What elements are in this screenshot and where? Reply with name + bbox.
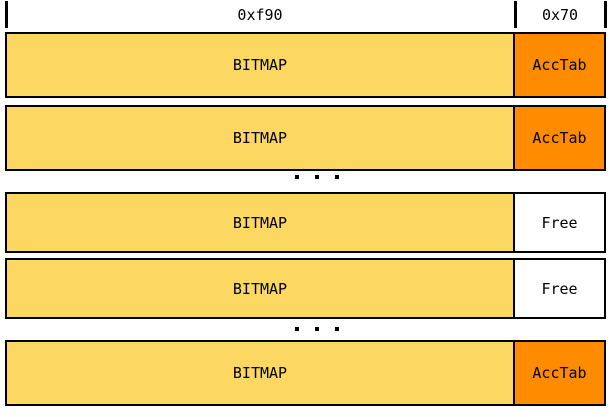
cell-bitmap: BITMAP <box>7 107 515 169</box>
ellipsis-dot <box>295 175 299 179</box>
cell-bitmap: BITMAP <box>7 260 515 317</box>
memory-row: BITMAP AccTab <box>5 105 606 171</box>
ellipsis-dot <box>335 327 339 331</box>
cell-acctab: AccTab <box>515 342 604 404</box>
ellipsis-separator <box>295 323 339 335</box>
ellipsis-dot <box>315 327 319 331</box>
ellipsis-separator <box>295 171 339 183</box>
memory-row: BITMAP AccTab <box>5 32 606 98</box>
ellipsis-dot <box>315 175 319 179</box>
cell-acctab: AccTab <box>515 107 604 169</box>
ruler-label-acctab-size: 0x70 <box>541 6 579 24</box>
memory-row: BITMAP Free <box>5 192 606 253</box>
memory-row: BITMAP AccTab <box>5 340 606 406</box>
ruler-label-bitmap-size: 0xf90 <box>237 6 283 24</box>
ellipsis-dot <box>335 175 339 179</box>
cell-bitmap: BITMAP <box>7 342 515 404</box>
span-ruler: 0xf90 0x70 <box>0 0 611 30</box>
cell-bitmap: BITMAP <box>7 194 515 251</box>
cell-bitmap: BITMAP <box>7 34 515 96</box>
ruler-tick-left <box>5 1 8 28</box>
cell-free: Free <box>515 260 604 317</box>
cell-free: Free <box>515 194 604 251</box>
ellipsis-dot <box>295 327 299 331</box>
memory-row: BITMAP Free <box>5 258 606 319</box>
ruler-tick-right <box>604 1 607 28</box>
cell-acctab: AccTab <box>515 34 604 96</box>
ruler-tick-middle <box>514 1 517 28</box>
